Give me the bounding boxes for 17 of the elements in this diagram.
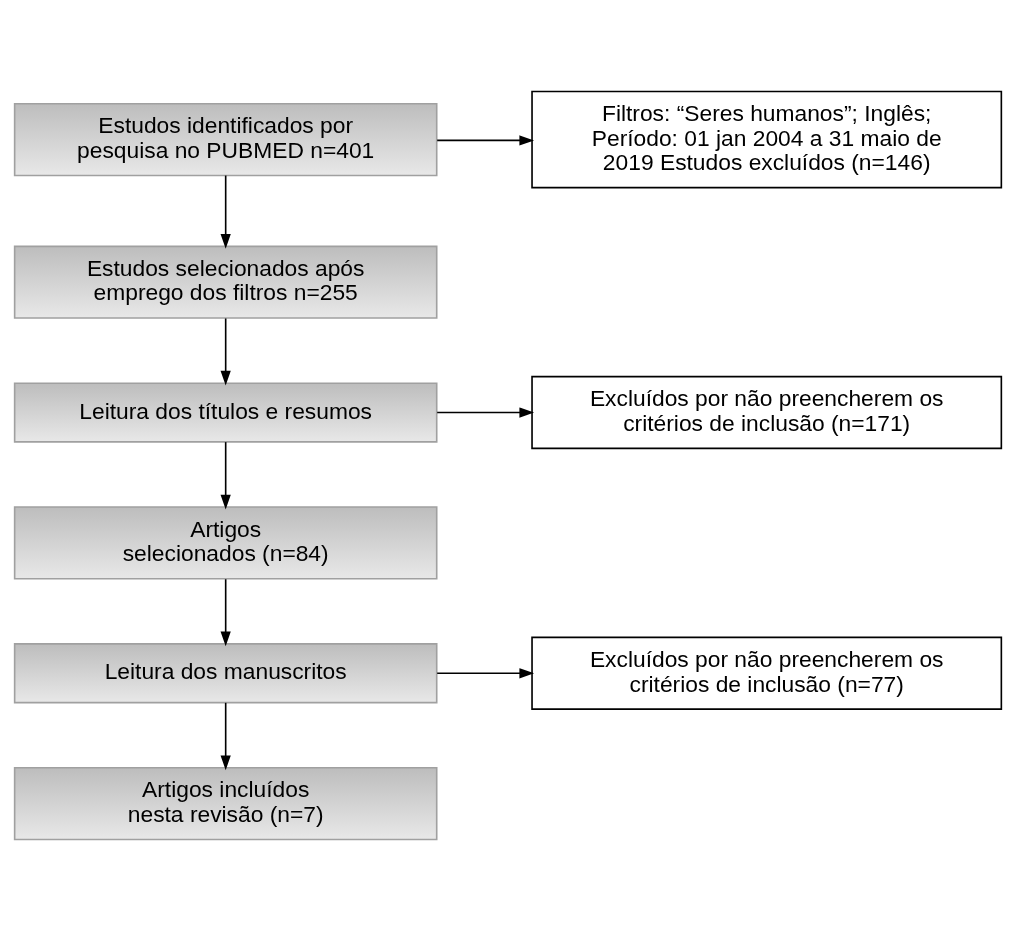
arrow <box>220 701 231 770</box>
arrow <box>220 440 231 509</box>
node-box: Leitura dos títulos e resumos <box>13 381 438 443</box>
node-box: Excluídos por não preencherem os critérios de inclusão (n=77) <box>531 636 1003 710</box>
node-box: Estudos identificados por pesquisa no PUBMED n=401 <box>13 102 438 176</box>
arrow <box>220 317 231 385</box>
arrow <box>436 667 535 678</box>
node-box: Leitura dos manuscritos <box>13 642 438 703</box>
arrow <box>436 406 535 418</box>
node-box: Artigos incluídos nesta revisão (n=7) <box>13 766 438 840</box>
arrow <box>220 577 231 646</box>
node-box: Artigos selecionados (n=84) <box>13 505 438 580</box>
arrow <box>436 134 535 146</box>
arrow <box>220 174 231 249</box>
node-box: Estudos selecionados após emprego dos filtros n=255 <box>13 245 438 319</box>
node-box: Excluídos por não preencherem os critérios de inclusão (n=171) <box>531 375 1003 449</box>
node-box: Filtros: “Seres humanos”; Inglês; Período: 01 jan 2004 a 31 maio de 2019 Estudos excluídos (n=146) <box>531 90 1003 188</box>
